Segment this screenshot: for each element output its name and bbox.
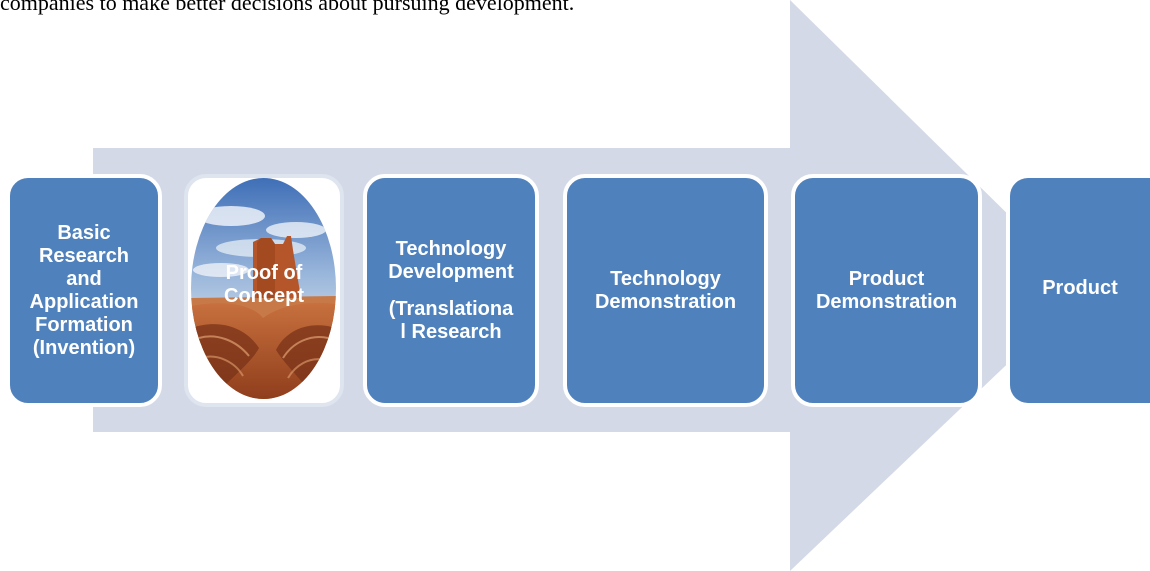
desert-butte-photo — [191, 178, 336, 399]
stage-label-line: Proof of — [225, 262, 303, 284]
stage-product: Product — [1006, 174, 1150, 407]
stage-technology-demonstration: Technology Demonstration — [563, 174, 768, 407]
stage-label-line: Research — [38, 244, 130, 267]
stage-label-line: and — [66, 267, 102, 290]
stage-label-line: Product — [1042, 277, 1118, 299]
proof-of-concept-label: Proof of Concept — [188, 262, 340, 308]
stage-basic-research: Basic Research and Application Formation… — [6, 174, 162, 407]
stage-technology-development: Technology Development (Translationa l R… — [363, 174, 539, 407]
stage-proof-of-concept: Proof of Concept — [184, 174, 344, 407]
stage-label-line: Technology — [395, 237, 507, 260]
stage-label-line: Demonstration — [594, 290, 737, 313]
stage-label-line: Demonstration — [815, 290, 958, 313]
desert-butte-image — [191, 178, 336, 399]
stage-label-line: Concept — [224, 285, 304, 307]
stage-label-line: Application — [29, 290, 139, 313]
stage-label-line: Basic — [57, 221, 111, 244]
stage-label-line: Development — [388, 260, 514, 283]
caption-text: companies to make better decisions about… — [0, 0, 575, 15]
stage-label-line: (Translationa — [388, 297, 514, 320]
stage-label-line: Technology — [610, 267, 721, 290]
stage-product-demonstration: Product Demonstration — [791, 174, 982, 407]
stage-label-line: (Invention) — [32, 336, 136, 359]
stage-label-line: l Research — [400, 320, 502, 343]
stage-label-line: Product — [848, 267, 925, 290]
stage-label-line: Formation — [35, 313, 133, 336]
